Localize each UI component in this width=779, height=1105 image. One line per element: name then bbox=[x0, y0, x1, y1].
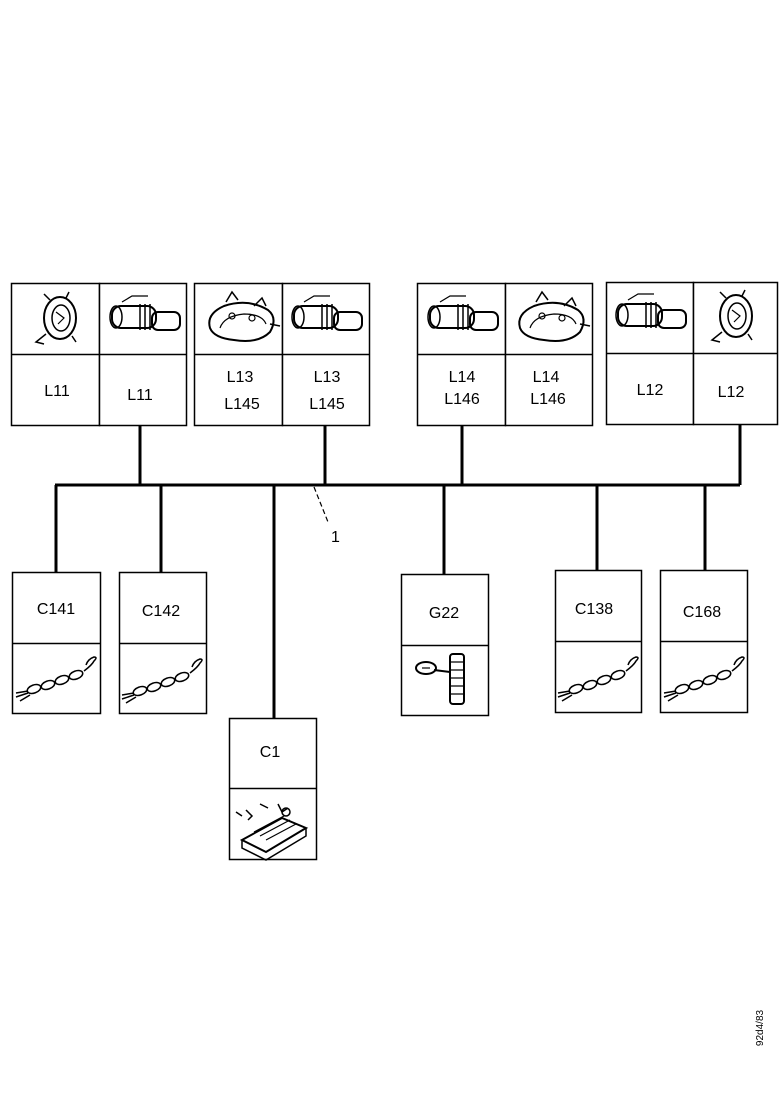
connector-label: L14 bbox=[533, 369, 560, 386]
connector-box-l13b: L13 L145 bbox=[281, 282, 371, 427]
connector-group-l13: L13 L145 L13 L145 bbox=[193, 282, 371, 427]
harness-callout: 1 bbox=[313, 486, 340, 546]
drawing-code: 92d4/83 bbox=[755, 1009, 766, 1046]
component-label: C141 bbox=[37, 601, 75, 618]
component-label: C168 bbox=[683, 604, 721, 621]
component-box-c141: C141 bbox=[11, 571, 102, 715]
connector-label: L145 bbox=[309, 396, 345, 413]
connector-label: L11 bbox=[127, 387, 153, 404]
component-label: C138 bbox=[575, 601, 613, 618]
connector-box-l13a: L13 L145 bbox=[193, 282, 284, 427]
connector-group-l11: L11 L11 bbox=[10, 282, 188, 427]
connector-box-l11b: L11 bbox=[98, 282, 188, 427]
component-label: C142 bbox=[142, 603, 180, 620]
component-box-g22: G22 bbox=[400, 573, 490, 717]
connector-label: L146 bbox=[530, 391, 566, 408]
component-box-c138: C138 bbox=[554, 569, 643, 714]
connector-label: L14 bbox=[449, 369, 476, 386]
connector-box-l11a: L11 bbox=[10, 282, 101, 427]
connector-group-l14: L14 L146 L14 L146 bbox=[416, 282, 594, 427]
component-box-c142: C142 bbox=[118, 571, 208, 715]
connector-box-l14b: L14 L146 bbox=[504, 282, 594, 427]
connector-group-l12: L12 L12 bbox=[605, 281, 779, 426]
component-box-c1: C1 bbox=[228, 717, 318, 861]
connector-label: L145 bbox=[224, 396, 260, 413]
connector-label: L12 bbox=[637, 382, 664, 399]
connector-box-l14a: L14 L146 bbox=[416, 282, 507, 427]
connector-box-l12a: L12 bbox=[605, 281, 695, 426]
connector-label: L12 bbox=[718, 384, 745, 401]
component-label: C1 bbox=[260, 744, 281, 761]
connector-label: L13 bbox=[227, 369, 254, 386]
connector-label: L146 bbox=[444, 391, 480, 408]
connector-box-l12b: L12 bbox=[692, 281, 779, 426]
connector-label: L11 bbox=[44, 383, 70, 400]
callout-label: 1 bbox=[331, 529, 340, 546]
connector-label: L13 bbox=[314, 369, 341, 386]
component-label: G22 bbox=[429, 605, 459, 622]
harness-lines bbox=[54, 424, 742, 719]
component-box-c168: C168 bbox=[659, 569, 749, 714]
